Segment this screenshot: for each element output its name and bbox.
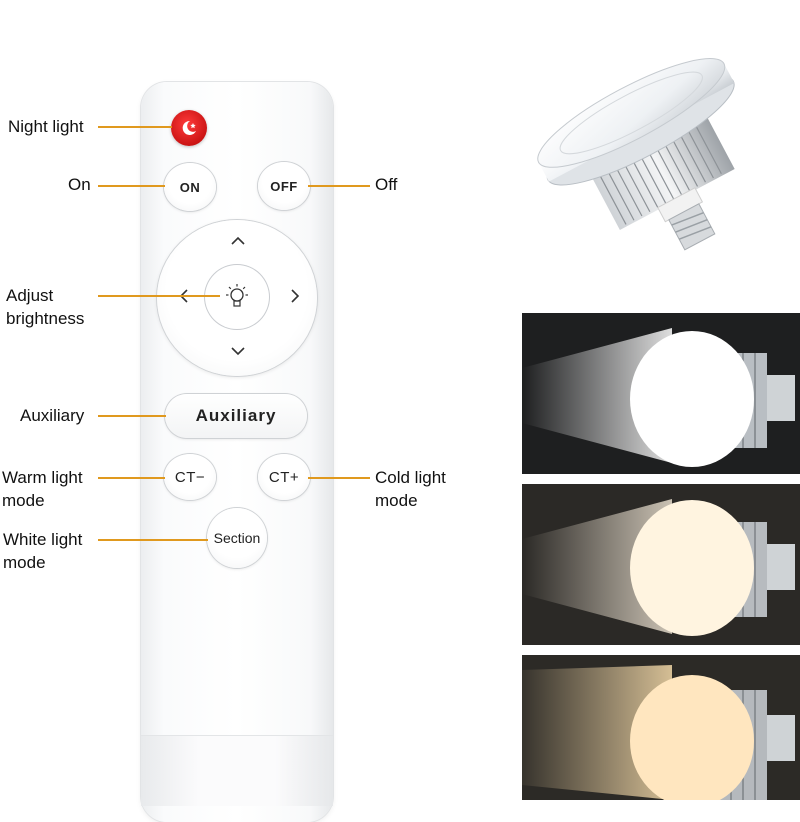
white-light-bulb-image	[522, 499, 795, 636]
cold-light-photo	[522, 313, 800, 474]
callout-on: On	[68, 175, 91, 194]
moon-star-icon	[182, 120, 196, 135]
bulb-product-image	[537, 58, 735, 251]
chevron-up-icon[interactable]	[229, 232, 247, 250]
leader-line-adjust-brightness	[98, 295, 220, 297]
callout-adjust-brightness: Adjust brightness	[6, 284, 84, 330]
chevron-down-icon[interactable]	[229, 342, 247, 360]
on-button[interactable]: ON	[164, 163, 216, 211]
callout-night-light: Night light	[8, 117, 84, 136]
cold-light-bulb-image	[522, 328, 795, 467]
off-button[interactable]: OFF	[258, 162, 310, 210]
section-button[interactable]: Section	[207, 508, 267, 568]
callout-warm-line2: mode	[2, 491, 45, 510]
ct-plus-button[interactable]: CT+	[258, 454, 310, 500]
night-light-button[interactable]	[171, 110, 207, 146]
leader-line-white-light-mode	[98, 539, 208, 541]
brightness-center-button[interactable]	[205, 265, 269, 329]
auxiliary-button[interactable]: Auxiliary	[165, 394, 307, 438]
auxiliary-button-label: Auxiliary	[195, 406, 277, 425]
callout-adjust-line1: Adjust	[6, 286, 54, 305]
callout-cold-line2: mode	[375, 491, 418, 510]
leader-line-warm-light-mode	[98, 477, 165, 479]
leader-line-off	[308, 185, 370, 187]
callout-cold-line1: Cold light	[375, 468, 446, 487]
white-light-photo	[522, 484, 800, 645]
callout-adjust-line2: brightness	[6, 309, 85, 328]
callout-white-line1: White light	[3, 530, 83, 549]
ct-minus-button-label: CT−	[174, 468, 206, 486]
callout-auxiliary: Auxiliary	[20, 406, 85, 425]
off-button-label: OFF	[270, 178, 298, 194]
callout-cold-light-mode: Cold light mode	[375, 466, 446, 512]
ct-minus-button[interactable]: CT−	[164, 454, 216, 500]
remote-bottom-cap	[141, 735, 333, 806]
callout-white-line2: mode	[3, 553, 46, 572]
leader-line-cold-light-mode	[308, 477, 370, 479]
leader-line-night-light	[98, 126, 172, 128]
on-button-label: ON	[179, 179, 201, 195]
callout-white-light-mode: White light mode	[3, 528, 82, 574]
warm-light-photo	[522, 655, 800, 800]
ct-plus-button-label: CT+	[268, 468, 300, 486]
warm-light-bulb-image	[522, 665, 795, 800]
callout-warm-light-mode: Warm light mode	[2, 466, 83, 512]
chevron-right-icon[interactable]	[286, 287, 304, 305]
callout-off: Off	[375, 175, 398, 194]
leader-line-auxiliary	[98, 415, 166, 417]
leader-line-on	[98, 185, 165, 187]
lightbulb-icon	[226, 284, 248, 307]
section-button-label: Section	[213, 530, 261, 546]
callout-warm-line1: Warm light	[2, 468, 83, 487]
